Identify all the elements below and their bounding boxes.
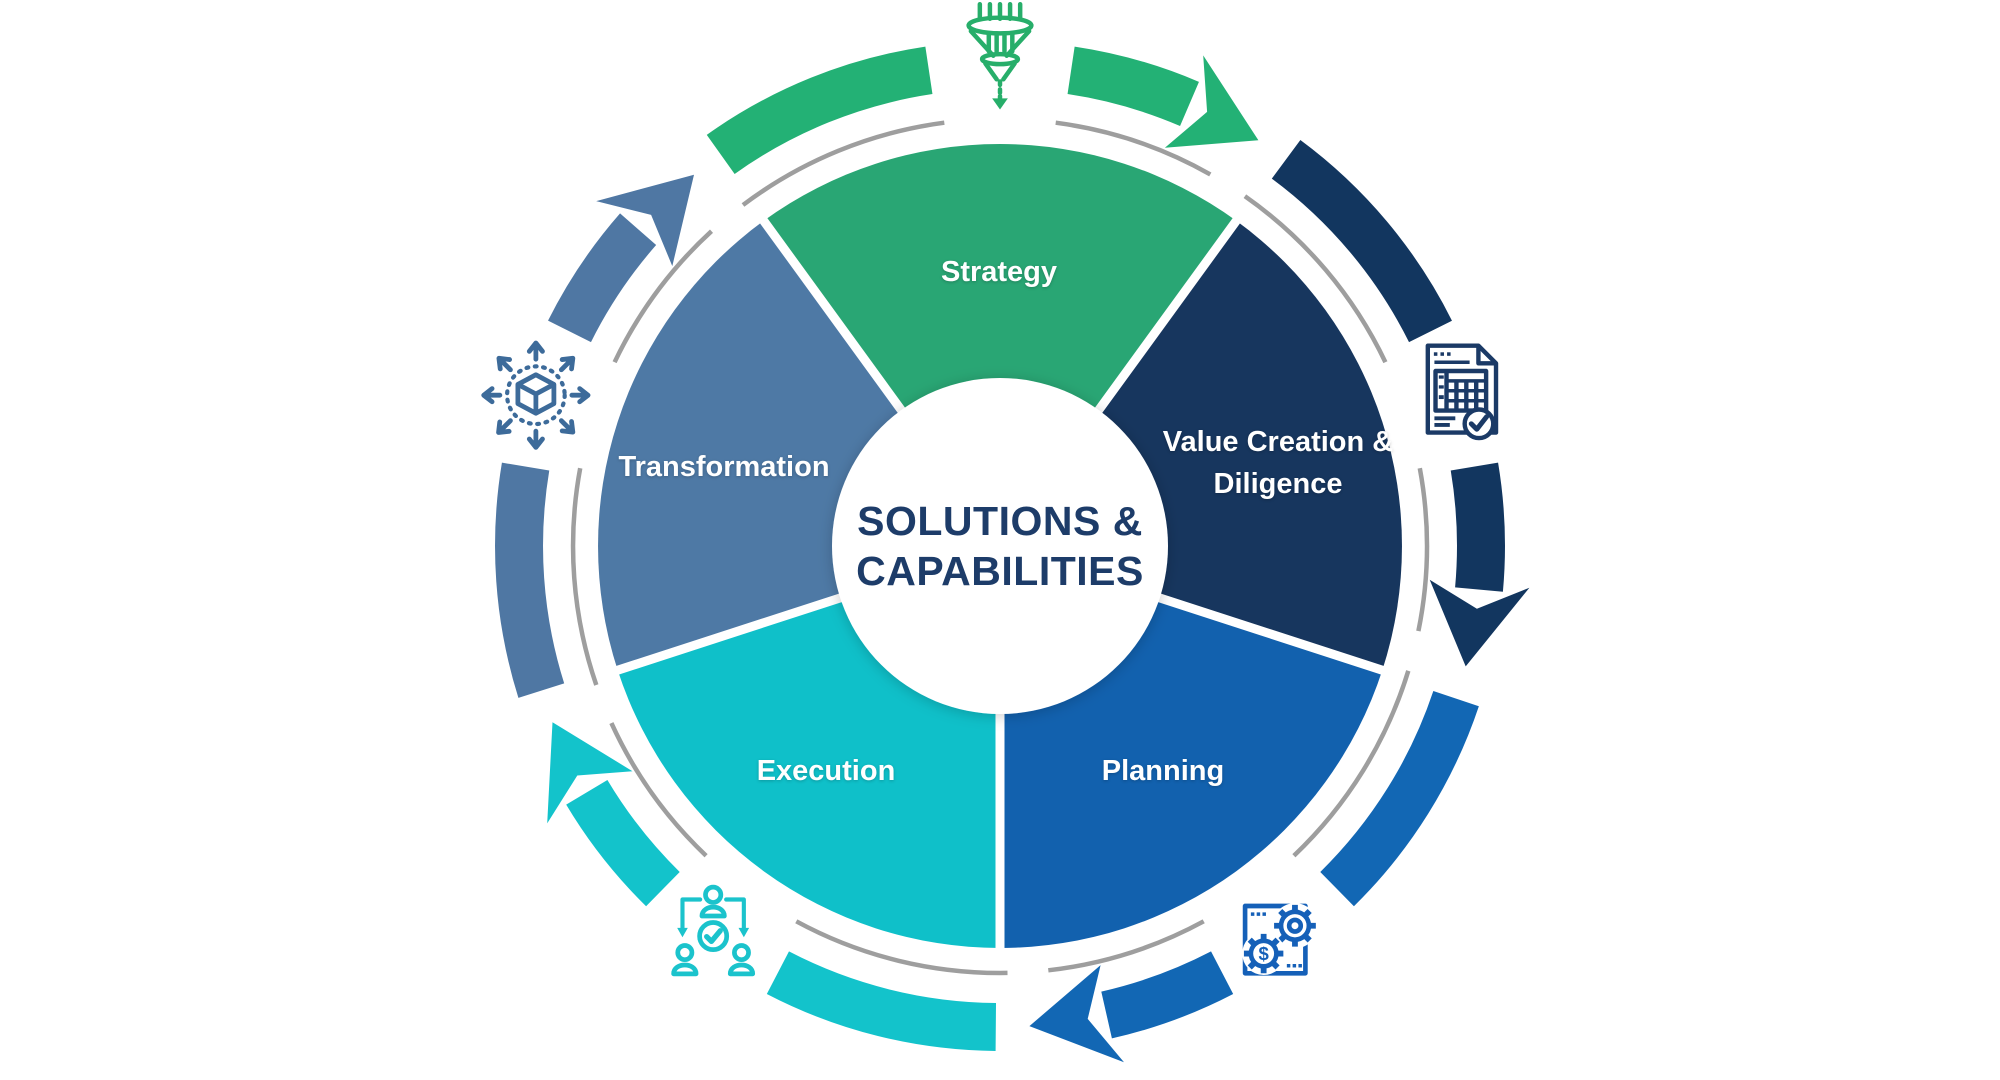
cycle-arc-planning (1100, 951, 1234, 1039)
cycle-arc-value-creation-diligence (1271, 140, 1452, 343)
cycle-arc-transformation (548, 213, 657, 343)
ring-track (612, 229, 714, 364)
ring-track (570, 467, 599, 686)
wedge-separator (1085, 210, 1246, 426)
wedge-separator (754, 210, 915, 426)
cycle-arc-value-creation-diligence (1450, 462, 1505, 592)
gears-dollar-icon (1242, 903, 1317, 975)
ring-track (1048, 919, 1205, 973)
cycle-arc-transformation (495, 462, 565, 698)
cycle-arc-execution (766, 951, 997, 1051)
cycle-arrowhead-execution (547, 722, 633, 824)
funnel-icon (969, 4, 1032, 109)
wedge-strategy (763, 144, 1237, 546)
cycle-arrowhead-transformation (596, 174, 694, 267)
spreadsheet-check-icon (1428, 346, 1496, 438)
ring-track (1292, 670, 1411, 858)
ring-track (1416, 467, 1430, 632)
wedge-separator (1143, 588, 1394, 678)
cube-expand-icon (484, 343, 588, 447)
cycle-arrowhead-planning (1029, 965, 1124, 1063)
wedge-separator (606, 588, 857, 678)
center-circle (832, 378, 1168, 714)
ring-track (1055, 120, 1212, 177)
ring-track (1243, 194, 1388, 364)
cycle-arc-execution (566, 779, 680, 907)
ring-track (795, 919, 1008, 976)
cycle-arc-strategy (706, 46, 933, 175)
cycle-arrowhead-value-creation-diligence (1429, 579, 1530, 667)
ring-track (741, 120, 945, 207)
cycle-arc-planning (1320, 690, 1479, 907)
team-check-icon (674, 887, 753, 974)
cycle-arrowhead-strategy (1164, 55, 1259, 148)
cycle-arc-strategy (1067, 46, 1199, 127)
ring-track (609, 722, 708, 858)
